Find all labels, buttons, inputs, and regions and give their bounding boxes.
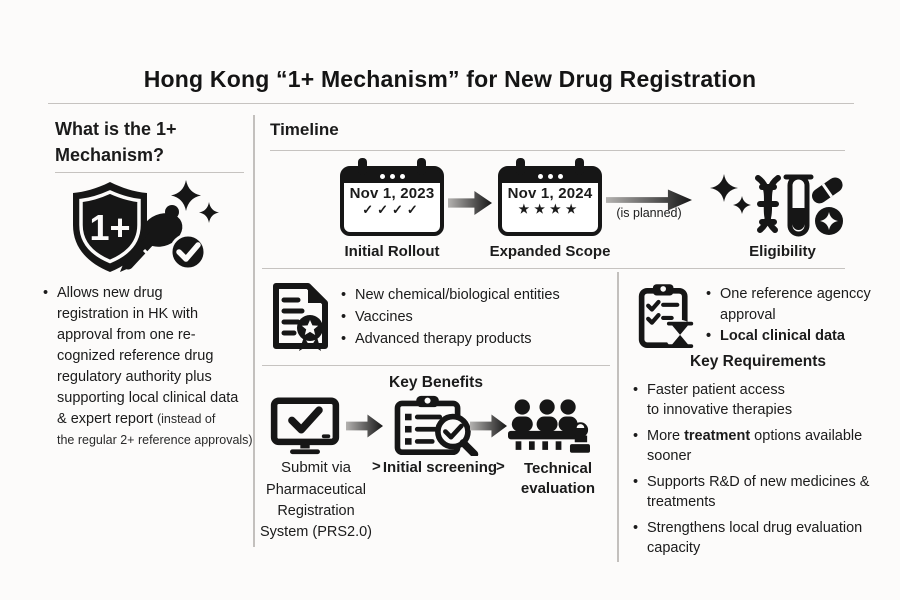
requirement-item: Local clinical data <box>706 326 884 347</box>
milestone-date: Nov 1, 2024 <box>507 185 593 202</box>
clipboard-magnifier-icon <box>394 395 479 456</box>
milestone-stars: ★★★★ <box>518 202 582 216</box>
benefit-text: More <box>647 428 685 444</box>
calendar-stars-icon: Nov 1, 2024 ★★★★ <box>498 158 602 236</box>
requirement-item: One reference agenccy approval <box>706 284 884 326</box>
dna-testtube-medicine-icon <box>710 174 843 237</box>
timeline-heading: Timeline <box>270 120 339 139</box>
monitor-check-icon <box>270 397 340 455</box>
milestone-label: Expanded Scope <box>489 243 611 260</box>
benefit-item: More treatment options available sooner <box>632 426 884 466</box>
arrow-right-icon <box>448 191 492 215</box>
review-panel-stamp-icon <box>508 399 590 453</box>
step-screening-label: Initial screening <box>382 459 498 476</box>
milestone-checkmarks: ✓✓✓✓ <box>362 202 422 217</box>
milestone-date: Nov 1, 2023 <box>349 185 435 202</box>
requirements-heading: Key Requirements <box>689 353 827 370</box>
calendar-ring <box>417 158 426 175</box>
benefit-text: options available sooner <box>647 428 863 464</box>
eligibility-label: Eligibility <box>749 243 816 260</box>
planned-note: (is planned) <box>616 206 682 220</box>
right-column-divider <box>617 272 619 562</box>
left-panel-bullet-list: Allows new drug registration in HK with … <box>42 283 257 451</box>
timeline-divider <box>270 150 845 151</box>
step-separator: > <box>496 458 505 475</box>
calendar-ring <box>575 158 584 175</box>
clipboard-hourglass-icon <box>638 284 696 350</box>
scope-item: Advanced therapy products <box>340 328 615 350</box>
step-label: Submit via <box>280 459 352 476</box>
calendar-checks-icon: Nov 1, 2023 ✓✓✓✓ <box>340 158 444 236</box>
certificate-document-icon <box>273 283 328 351</box>
page-title: Hong Kong “1+ Mechanism” for New Drug Re… <box>143 66 757 92</box>
timeline-bottom-divider <box>262 268 845 269</box>
calendar-header <box>502 170 598 183</box>
benefits-heading: Key Benefits <box>389 374 483 391</box>
benefit-item: Supports R&D of new medicines & treatmen… <box>632 472 884 512</box>
calendar-header <box>344 170 440 183</box>
svg-text:1+: 1+ <box>89 207 130 248</box>
step-sublabel: Pharmaceutical Registration System (PRS2… <box>260 482 372 540</box>
requirements-benefit-list: Faster patient access to innovative ther… <box>632 380 884 564</box>
left-bullet-main: Allows new drug registration in HK with … <box>57 285 239 427</box>
calendar-ring <box>358 158 367 175</box>
left-panel-heading: What is the 1+ Mechanism? <box>55 119 177 166</box>
scope-list: New chemical/biological entities Vaccine… <box>340 284 615 350</box>
benefit-item: Faster patient access to innovative ther… <box>632 380 884 420</box>
left-panel-bullet: Allows new drug registration in HK with … <box>42 283 257 451</box>
left-heading-divider <box>55 172 244 173</box>
title-divider <box>48 103 854 104</box>
arrow-right-icon <box>346 414 383 438</box>
benefit-text-bold: treatment <box>684 428 751 444</box>
milestone-label: Initial Rollout <box>344 243 440 260</box>
calendar-ring <box>516 158 525 175</box>
scope-item: Vaccines <box>340 306 615 328</box>
left-column-divider <box>253 115 255 547</box>
step-separator: > <box>372 458 381 475</box>
requirements-top-list: One reference agenccy approval Local cli… <box>706 284 884 347</box>
step-technical-label: Technical evaluation <box>520 460 596 497</box>
shield-1plus-badge-icon: 1+ <box>73 180 219 272</box>
step-submit: Submit via Pharmaceutical Registration S… <box>258 459 374 543</box>
left-bullet-note: (instead of the regular 2+ reference app… <box>57 412 253 447</box>
benefit-item: Strengthens local drug evaluation capaci… <box>632 518 884 558</box>
scope-item: New chemical/biological entities <box>340 284 615 306</box>
benefits-divider <box>262 365 610 366</box>
